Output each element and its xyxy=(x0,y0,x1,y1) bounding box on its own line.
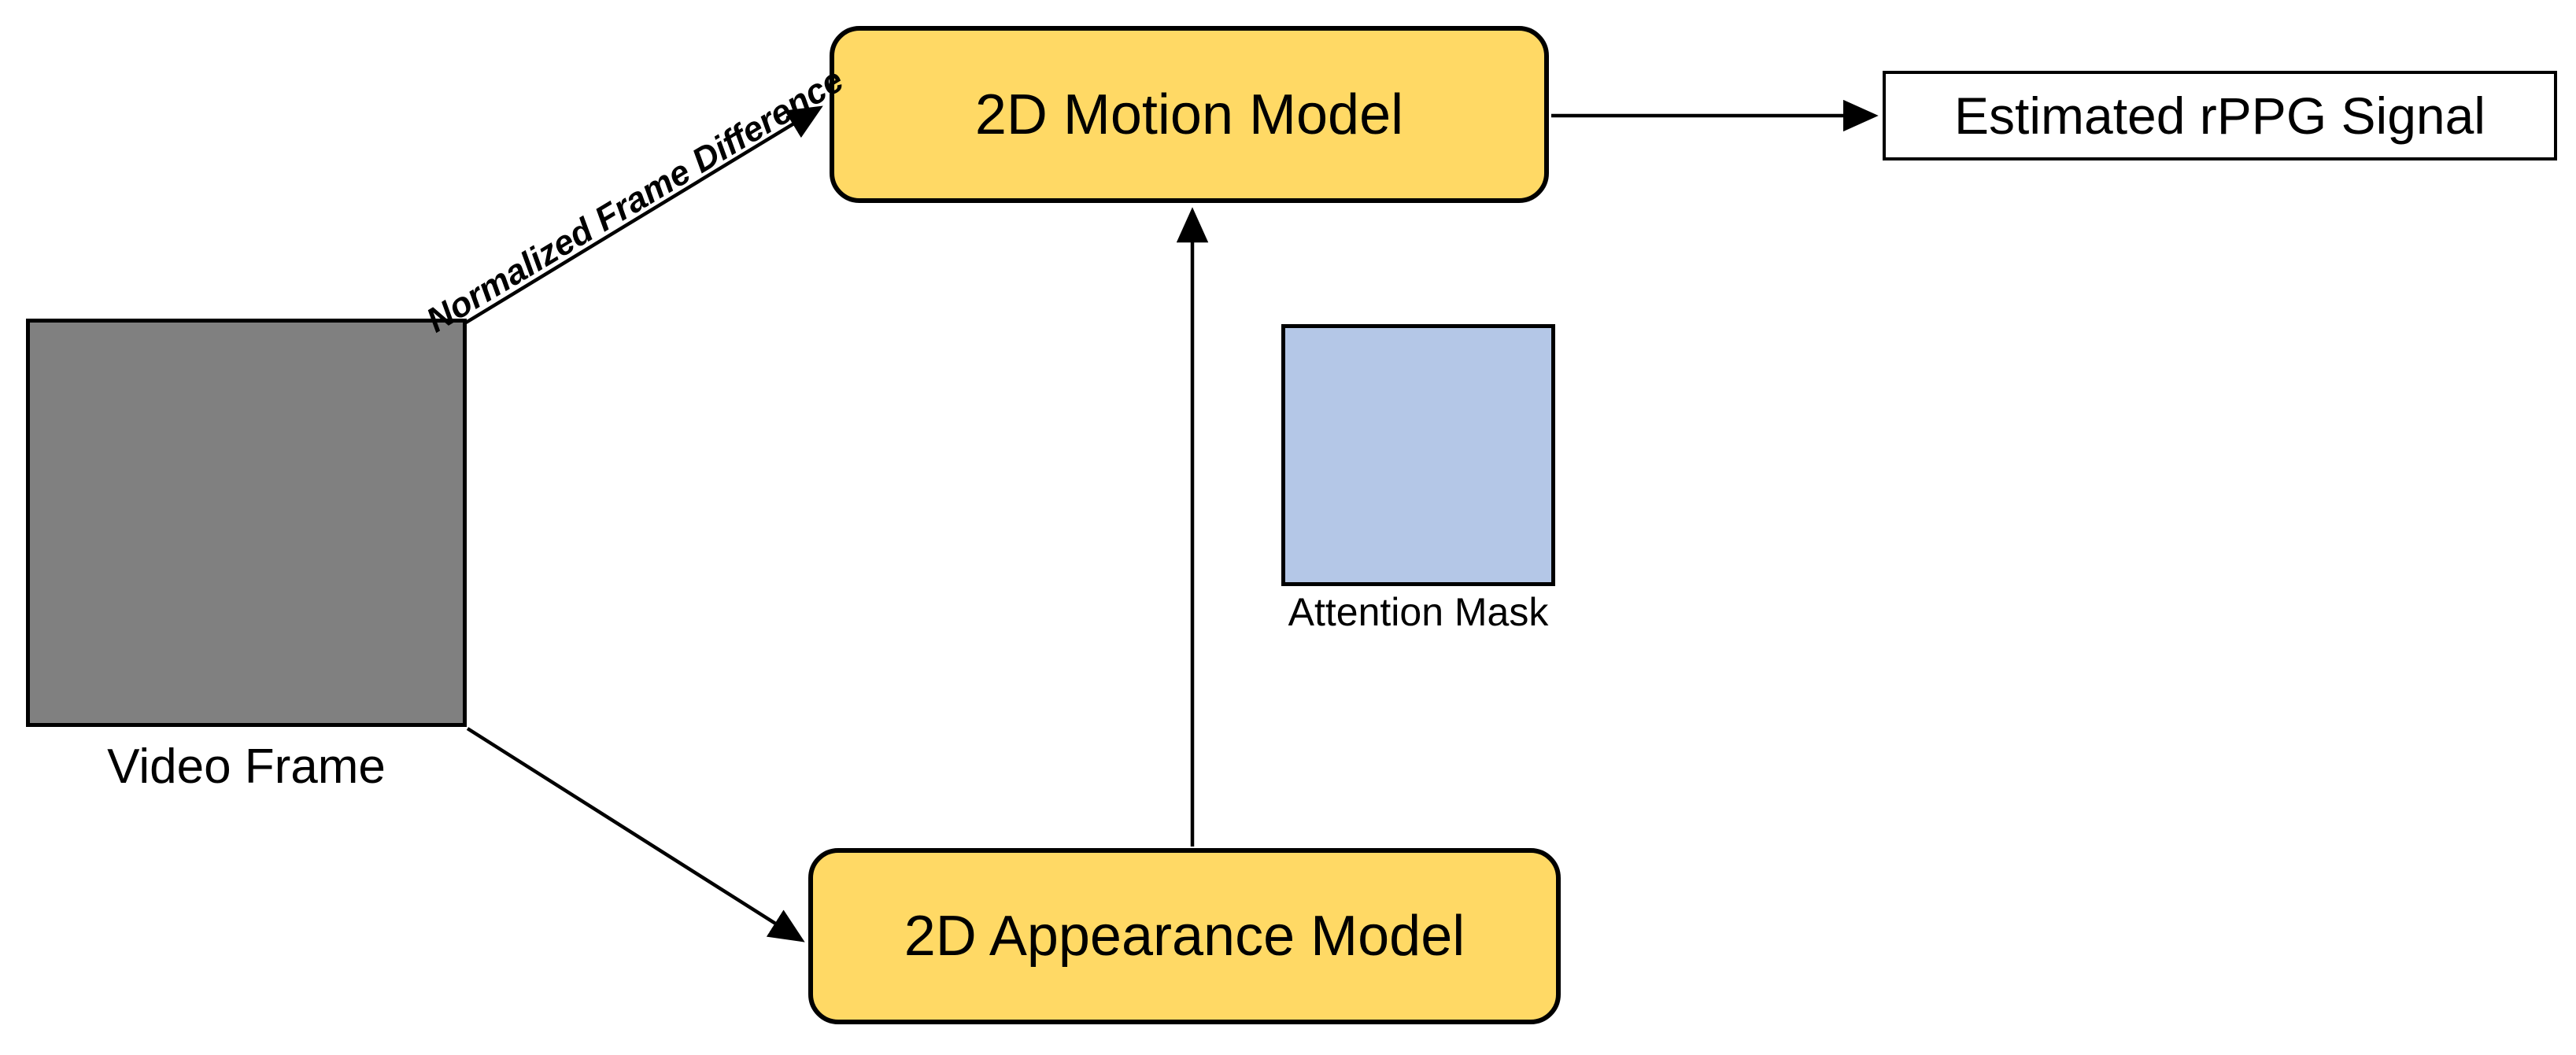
video-frame-label: Video Frame xyxy=(107,740,386,794)
video-frame-box xyxy=(26,319,467,727)
attention-mask-box xyxy=(1281,324,1555,586)
appearance-model-node: 2D Appearance Model xyxy=(808,848,1561,1024)
motion-model-label: 2D Motion Model xyxy=(974,83,1404,146)
rppg-output-box: Estimated rPPG Signal xyxy=(1883,71,2557,160)
attention-mask-label: Attention Mask xyxy=(1288,590,1549,634)
arrow-frame-to-appearance xyxy=(466,727,805,942)
motion-model-node: 2D Motion Model xyxy=(830,26,1549,203)
arrow-frame-to-motion xyxy=(464,105,823,324)
rppg-output-label: Estimated rPPG Signal xyxy=(1954,87,2485,145)
appearance-model-label: 2D Appearance Model xyxy=(904,905,1465,968)
